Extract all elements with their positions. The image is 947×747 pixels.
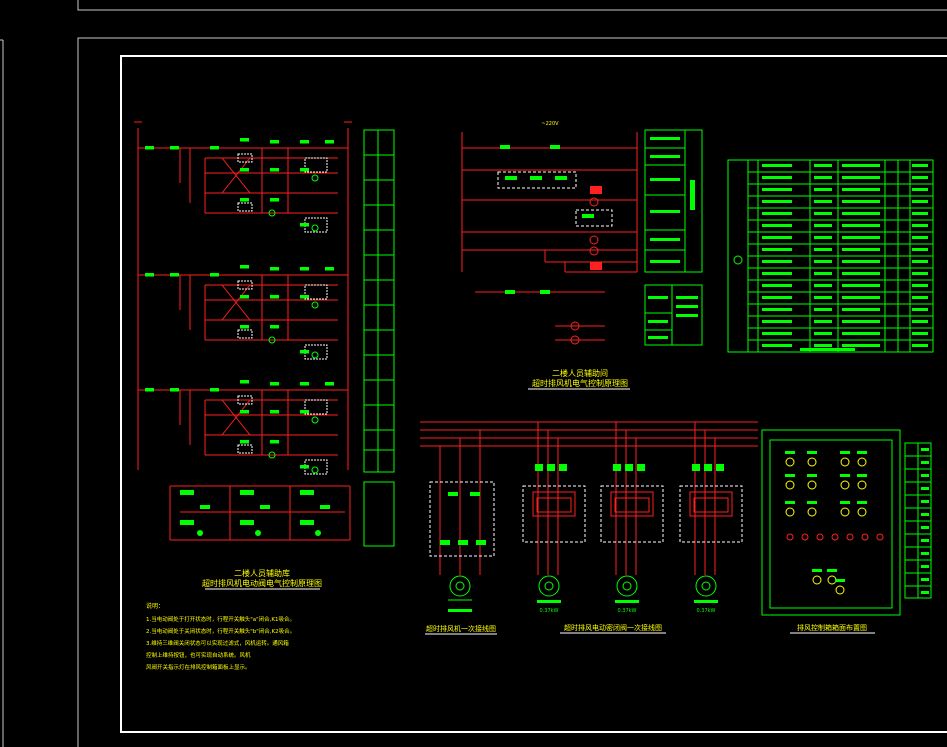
notes-line-1: 1.当电动阀处于打开状态时，行程开关触头"a"闭合,K1吸合。	[146, 615, 295, 623]
left-circuit-block	[138, 380, 348, 475]
notes-heading: 说明：	[146, 602, 164, 610]
notes-line-5: 风阀开关指示灯在排风控制箱面板上显示。	[146, 663, 251, 671]
control-box-title: 排风控制箱箱面布置图	[797, 623, 867, 632]
notes-line-3: 3.维持三维阀关闭状态可以实现过滤式，风机运转。通风箱	[146, 639, 289, 647]
left-control-circuit: 二楼人员辅助库 超时排风机电动阀电气控制原理图	[134, 121, 395, 590]
upper-middle-subtitle: 超时排风机电气控制原理图	[532, 378, 628, 388]
primary-title: 超时排风机一次接线图	[426, 624, 496, 633]
drawing-border	[120, 55, 947, 733]
control-box-panel: 排风控制箱箱面布置图	[761, 429, 932, 634]
left-legend-table	[363, 129, 395, 547]
valve-rating: 0.37kW	[618, 608, 637, 614]
notes-line-2: 2.当电动阀处于关闭状态时，行程开关触头"b"闭合,K2吸合。	[146, 627, 295, 635]
left-circuit-subtitle: 超时排风机电动阀电气控制原理图	[202, 578, 322, 588]
left-circuit-title: 二楼人员辅助库	[234, 568, 290, 578]
valve-rating: 0.37kW	[540, 608, 559, 614]
upper-middle-title: 二楼人员辅助间	[552, 368, 608, 378]
upper-middle-legend-table	[644, 129, 703, 346]
primary-wiring: 0.37kW 0.37kW 0.37kW 超时排风机一次接线图 超时排风电动密闭阀一…	[420, 421, 758, 635]
voltage-label: ~220V	[541, 121, 559, 127]
left-circuit-block	[138, 265, 348, 360]
equipment-table	[727, 159, 934, 353]
upper-middle-circuit: ~220V 二楼人员辅助间 超时排风机电气控制原理图	[461, 121, 703, 390]
notes-block: 说明： 1.当电动阀处于打开状态时，行程开关触头"a"闭合,K1吸合。 2.当电…	[146, 602, 295, 671]
valve-title: 超时排风电动密闭阀一次接线图	[564, 623, 662, 632]
valve-rating: 0.37kW	[697, 608, 716, 614]
left-aux-circuit	[169, 485, 351, 541]
notes-line-4: 控制上维持按钮，也可实现自动系统。风机	[146, 651, 251, 659]
left-circuit-block	[138, 138, 348, 233]
